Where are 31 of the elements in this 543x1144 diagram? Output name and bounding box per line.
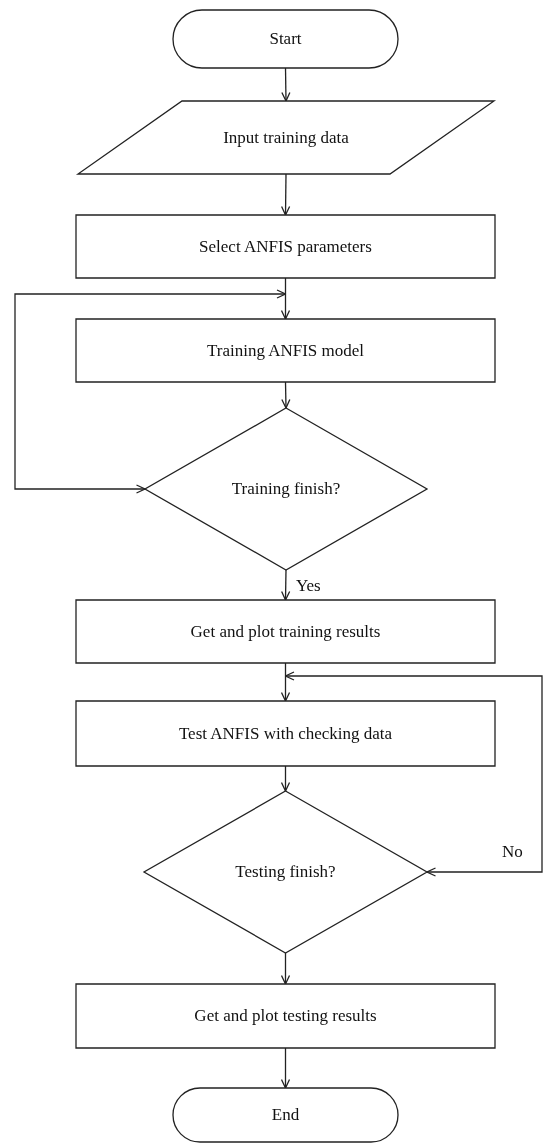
decision-diamond [145,408,427,570]
terminal-shape [173,1088,398,1142]
arrow [281,569,291,601]
process-box [76,600,495,663]
arrow [14,289,287,494]
arrow [281,381,291,409]
node-label: Start [269,29,302,49]
node-label: Training finish? [231,479,341,499]
arrow [281,67,291,102]
node-label: Training ANFIS model [206,340,365,361]
process-box [76,319,495,382]
terminal-shape [173,10,398,68]
arrow [280,952,291,985]
arrow [280,765,291,792]
arrow [280,173,291,216]
arrow [284,671,543,877]
node-label: Get and plot testing results [194,1006,377,1026]
decision-diamond [144,791,427,953]
node-label: Test ANFIS with checking data [178,723,393,744]
process-box [76,701,495,766]
node-label: End [271,1105,300,1125]
arrow [280,662,291,702]
process-box [76,215,495,278]
arrow [280,1047,291,1089]
node-label: Select ANFIS parameters [199,236,372,257]
node-label: Get and plot training results [190,621,381,642]
process-box [76,984,495,1048]
arrow [280,277,291,320]
node-label: Input training data [223,127,349,148]
node-label: Testing finish? [235,862,336,882]
input-parallelogram [78,101,494,174]
